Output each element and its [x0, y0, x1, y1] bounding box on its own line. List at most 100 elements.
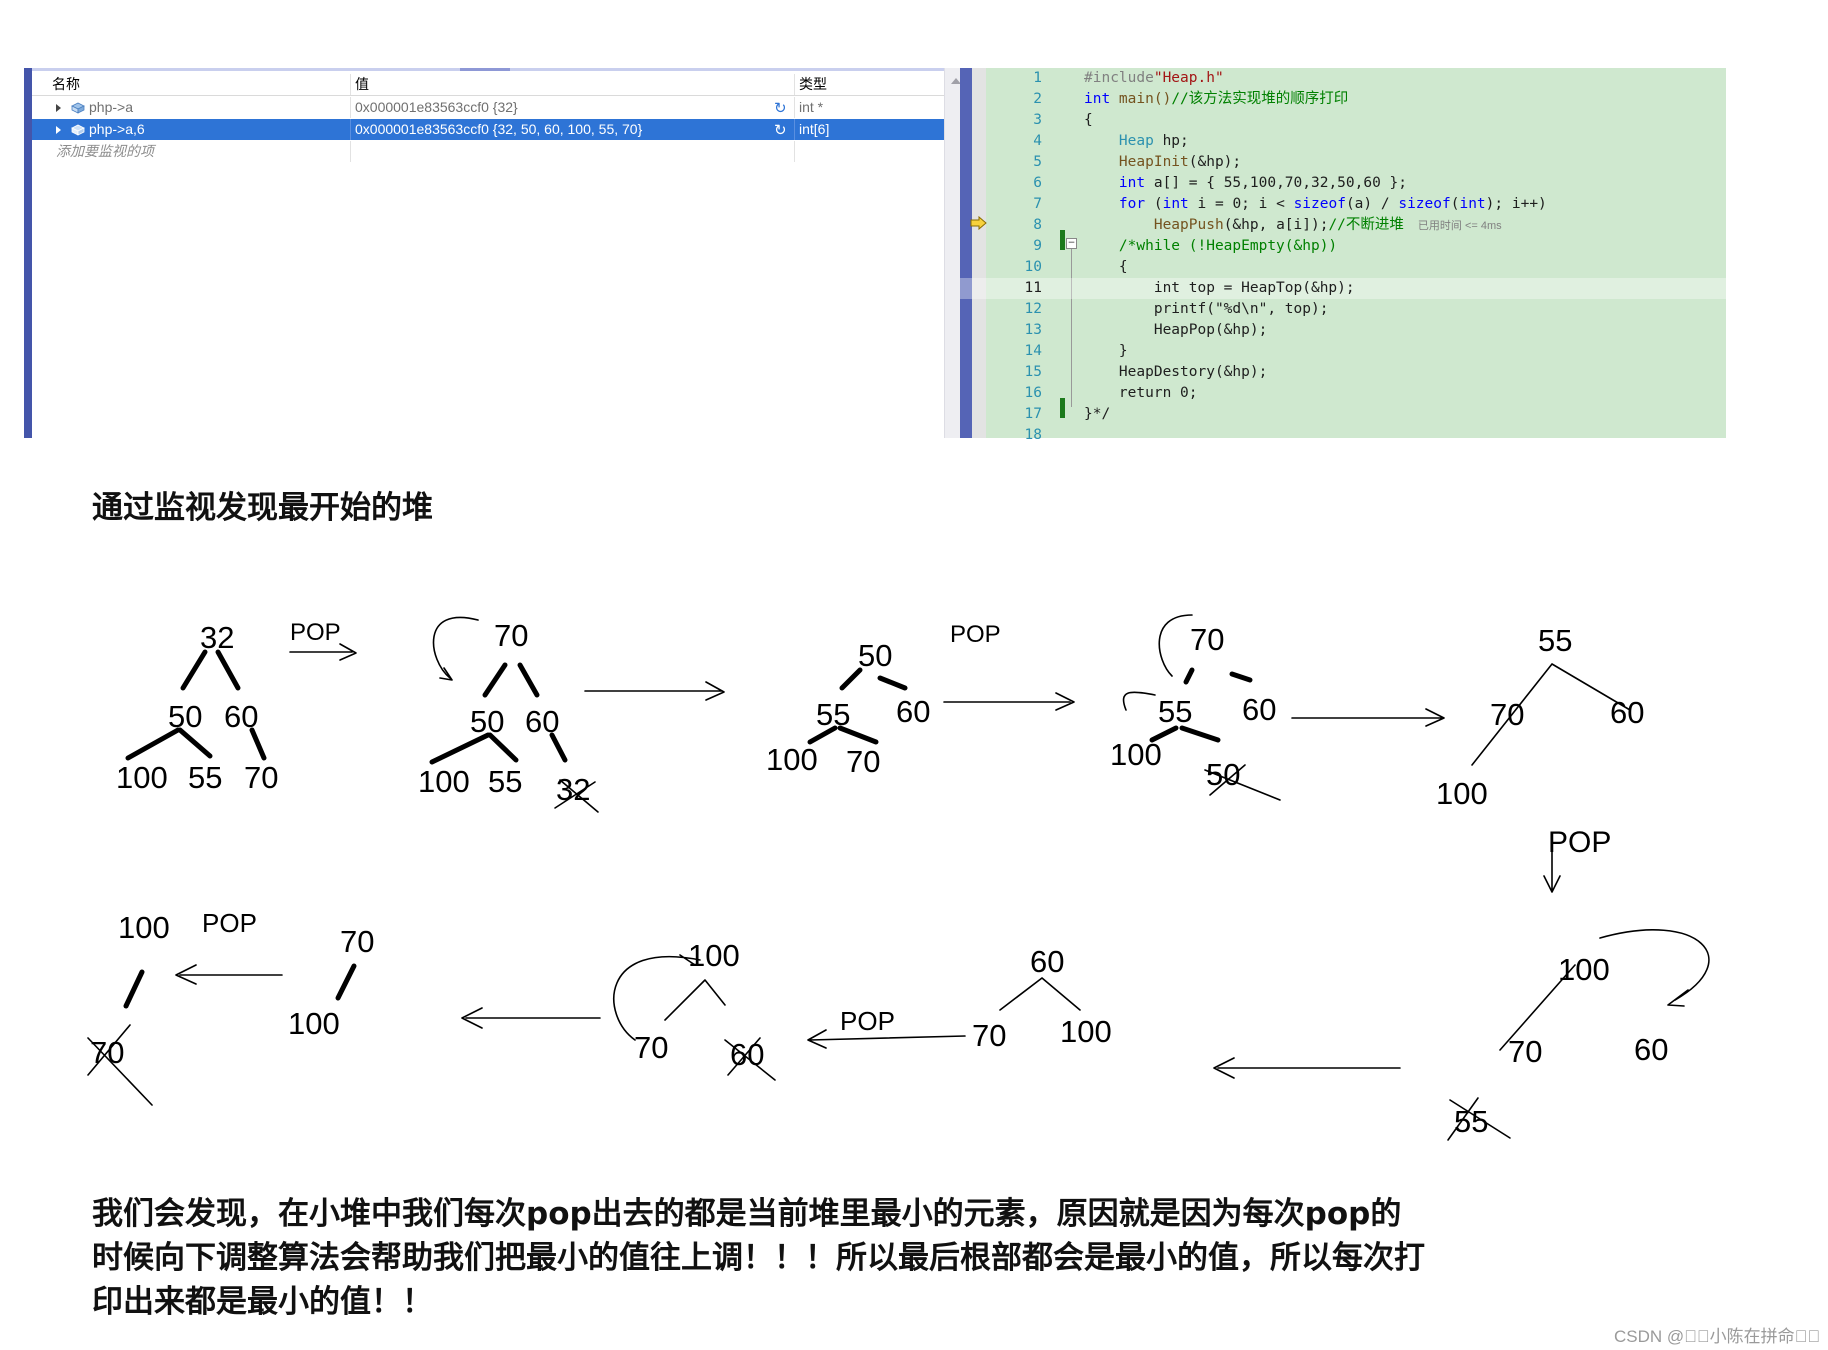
watch-value[interactable]: 0x000001e83563ccf0 {32, 50, 60, 100, 55,… [350, 119, 805, 140]
code-comment: HeapDestory(&hp); [1084, 364, 1268, 380]
watch-row[interactable]: php->a 0x000001e83563ccf0 {32} ↻ int * [32, 97, 945, 118]
expand-arrow-icon[interactable] [56, 126, 61, 135]
column-header-value[interactable]: 值 [350, 74, 805, 95]
code-line[interactable]: 10 { [960, 257, 1726, 278]
arrow-left-icon [461, 1007, 601, 1029]
code-line[interactable]: 4 Heap hp; [960, 131, 1726, 152]
code-line[interactable]: 12 printf("%d\n", top); [960, 299, 1726, 320]
code-line[interactable]: 5 HeapInit(&hp); [960, 152, 1726, 173]
heap-tree-2: 70 50 60 100 55 32 [418, 616, 599, 813]
heap-node: 70 [846, 744, 880, 779]
arrow-left-icon [807, 1029, 966, 1049]
line-number: 7 [1033, 196, 1042, 212]
watch-tab-indicator [460, 68, 510, 71]
code-token: int [1162, 196, 1189, 212]
code-token: "Heap.h" [1153, 70, 1224, 86]
watch-row-name-cell[interactable]: php->a [52, 97, 342, 118]
line-number: 17 [1024, 406, 1042, 422]
heap-node-removed: 50 [1206, 757, 1240, 792]
editor-margin [960, 68, 972, 438]
column-header-name[interactable]: 名称 [52, 76, 80, 92]
heap-edges [1471, 663, 1631, 766]
cross-out-mark [1204, 764, 1281, 801]
code-token: HeapPush [1153, 217, 1224, 233]
code-token: ( [1145, 196, 1163, 212]
heap-node: 60 [1610, 695, 1644, 730]
heap-node: 55 [1158, 694, 1192, 729]
heap-node: 100 [1558, 952, 1610, 987]
heap-node: 60 [1030, 944, 1064, 979]
arrow-right-icon [1291, 708, 1445, 727]
code-line[interactable]: 14 } [960, 341, 1726, 362]
heap-tree-9: 70 100 [288, 924, 374, 1041]
watch-add-row[interactable]: 添加要监视的项 [32, 141, 945, 162]
code-line[interactable]: 9 /*while (!HeapEmpty(&hp)) [960, 236, 1726, 257]
execution-arrow-icon [970, 216, 987, 230]
heap-node: 100 [288, 1006, 340, 1041]
code-token: hp; [1153, 133, 1189, 149]
refresh-icon[interactable]: ↻ [774, 100, 787, 117]
heap-node: 50 [168, 699, 202, 734]
code-line[interactable]: 17}*/ [960, 404, 1726, 425]
fold-minus-icon[interactable]: − [1066, 238, 1077, 249]
line-number: 4 [1033, 133, 1042, 149]
cross-out-mark [724, 1037, 776, 1081]
code-line[interactable]: 1 #include"Heap.h" [960, 68, 1726, 89]
line-number: 10 [1024, 259, 1042, 275]
heap-node: 32 [200, 620, 234, 655]
add-watch-placeholder[interactable]: 添加要监视的项 [56, 143, 154, 159]
code-token: (&hp); [1188, 154, 1242, 170]
column-header-type[interactable]: 类型 [794, 74, 949, 95]
line-number: 11 [1024, 280, 1042, 296]
code-token: #include [1084, 70, 1154, 86]
refresh-icon[interactable]: ↻ [774, 122, 787, 139]
code-comment: } [1084, 343, 1128, 359]
heap-node: 60 [1242, 692, 1276, 727]
heap-tree-1: 32 50 60 100 55 70 [116, 620, 278, 795]
code-line-current[interactable]: 11 int top = HeapTop(&hp); [960, 278, 1726, 299]
heap-tree-3: 50 55 60 100 70 [766, 638, 930, 779]
code-token: main() [1110, 91, 1172, 107]
code-line[interactable]: 16 return 0; [960, 383, 1726, 404]
object-icon [71, 102, 85, 114]
watch-row-name-cell[interactable]: php->a,6 [52, 119, 342, 140]
heap-node: 60 [224, 699, 258, 734]
line-number: 6 [1033, 175, 1042, 191]
swap-curve [1122, 614, 1193, 711]
heap-tree-10: 100 70 [87, 910, 170, 1106]
heap-node: 60 [525, 704, 559, 739]
expand-arrow-icon[interactable] [56, 104, 61, 113]
watch-value[interactable]: 0x000001e83563ccf0 {32} [350, 97, 805, 118]
heap-tree-8: 100 70 60 [613, 938, 776, 1081]
code-line[interactable]: 15 HeapDestory(&hp); [960, 362, 1726, 383]
code-token: sizeof [1398, 196, 1451, 212]
pop-label: POP [950, 621, 1001, 648]
code-line[interactable]: 13 HeapPop(&hp); [960, 320, 1726, 341]
swap-curve [1499, 929, 1710, 1051]
code-line[interactable]: 7 for (int i = 0; i < sizeof(a) / sizeof… [960, 194, 1726, 215]
watch-row-selected[interactable]: php->a,6 0x000001e83563ccf0 {32, 50, 60,… [32, 119, 945, 140]
code-token [1084, 196, 1119, 212]
heap-node: 70 [634, 1030, 668, 1065]
line-number: 1 [1033, 70, 1042, 86]
code-line[interactable]: 3{ [960, 110, 1726, 131]
heap-node: 50 [470, 704, 504, 739]
code-line[interactable]: 6 int a[] = { 55,100,70,32,50,60 }; [960, 173, 1726, 194]
heap-node: 55 [816, 697, 850, 732]
scroll-up-icon[interactable] [951, 78, 961, 84]
heap-node: 70 [340, 924, 374, 959]
line-number: 18 [1024, 427, 1042, 443]
code-line[interactable]: 8 HeapPush(&hp, a[i]);//不断进堆已用时间 <= 4ms [960, 215, 1726, 236]
code-token: { [1084, 112, 1093, 128]
code-token: int [1118, 175, 1146, 191]
pop-label: POP [840, 1006, 895, 1036]
line-number: 15 [1024, 364, 1042, 380]
heap-node: 55 [1538, 623, 1572, 658]
code-comment: { [1084, 259, 1128, 275]
heap-node: 100 [1436, 776, 1488, 811]
editor-glyph-margin [972, 68, 986, 438]
code-line[interactable]: 18 [960, 425, 1726, 446]
heap-edges [999, 977, 1081, 1011]
